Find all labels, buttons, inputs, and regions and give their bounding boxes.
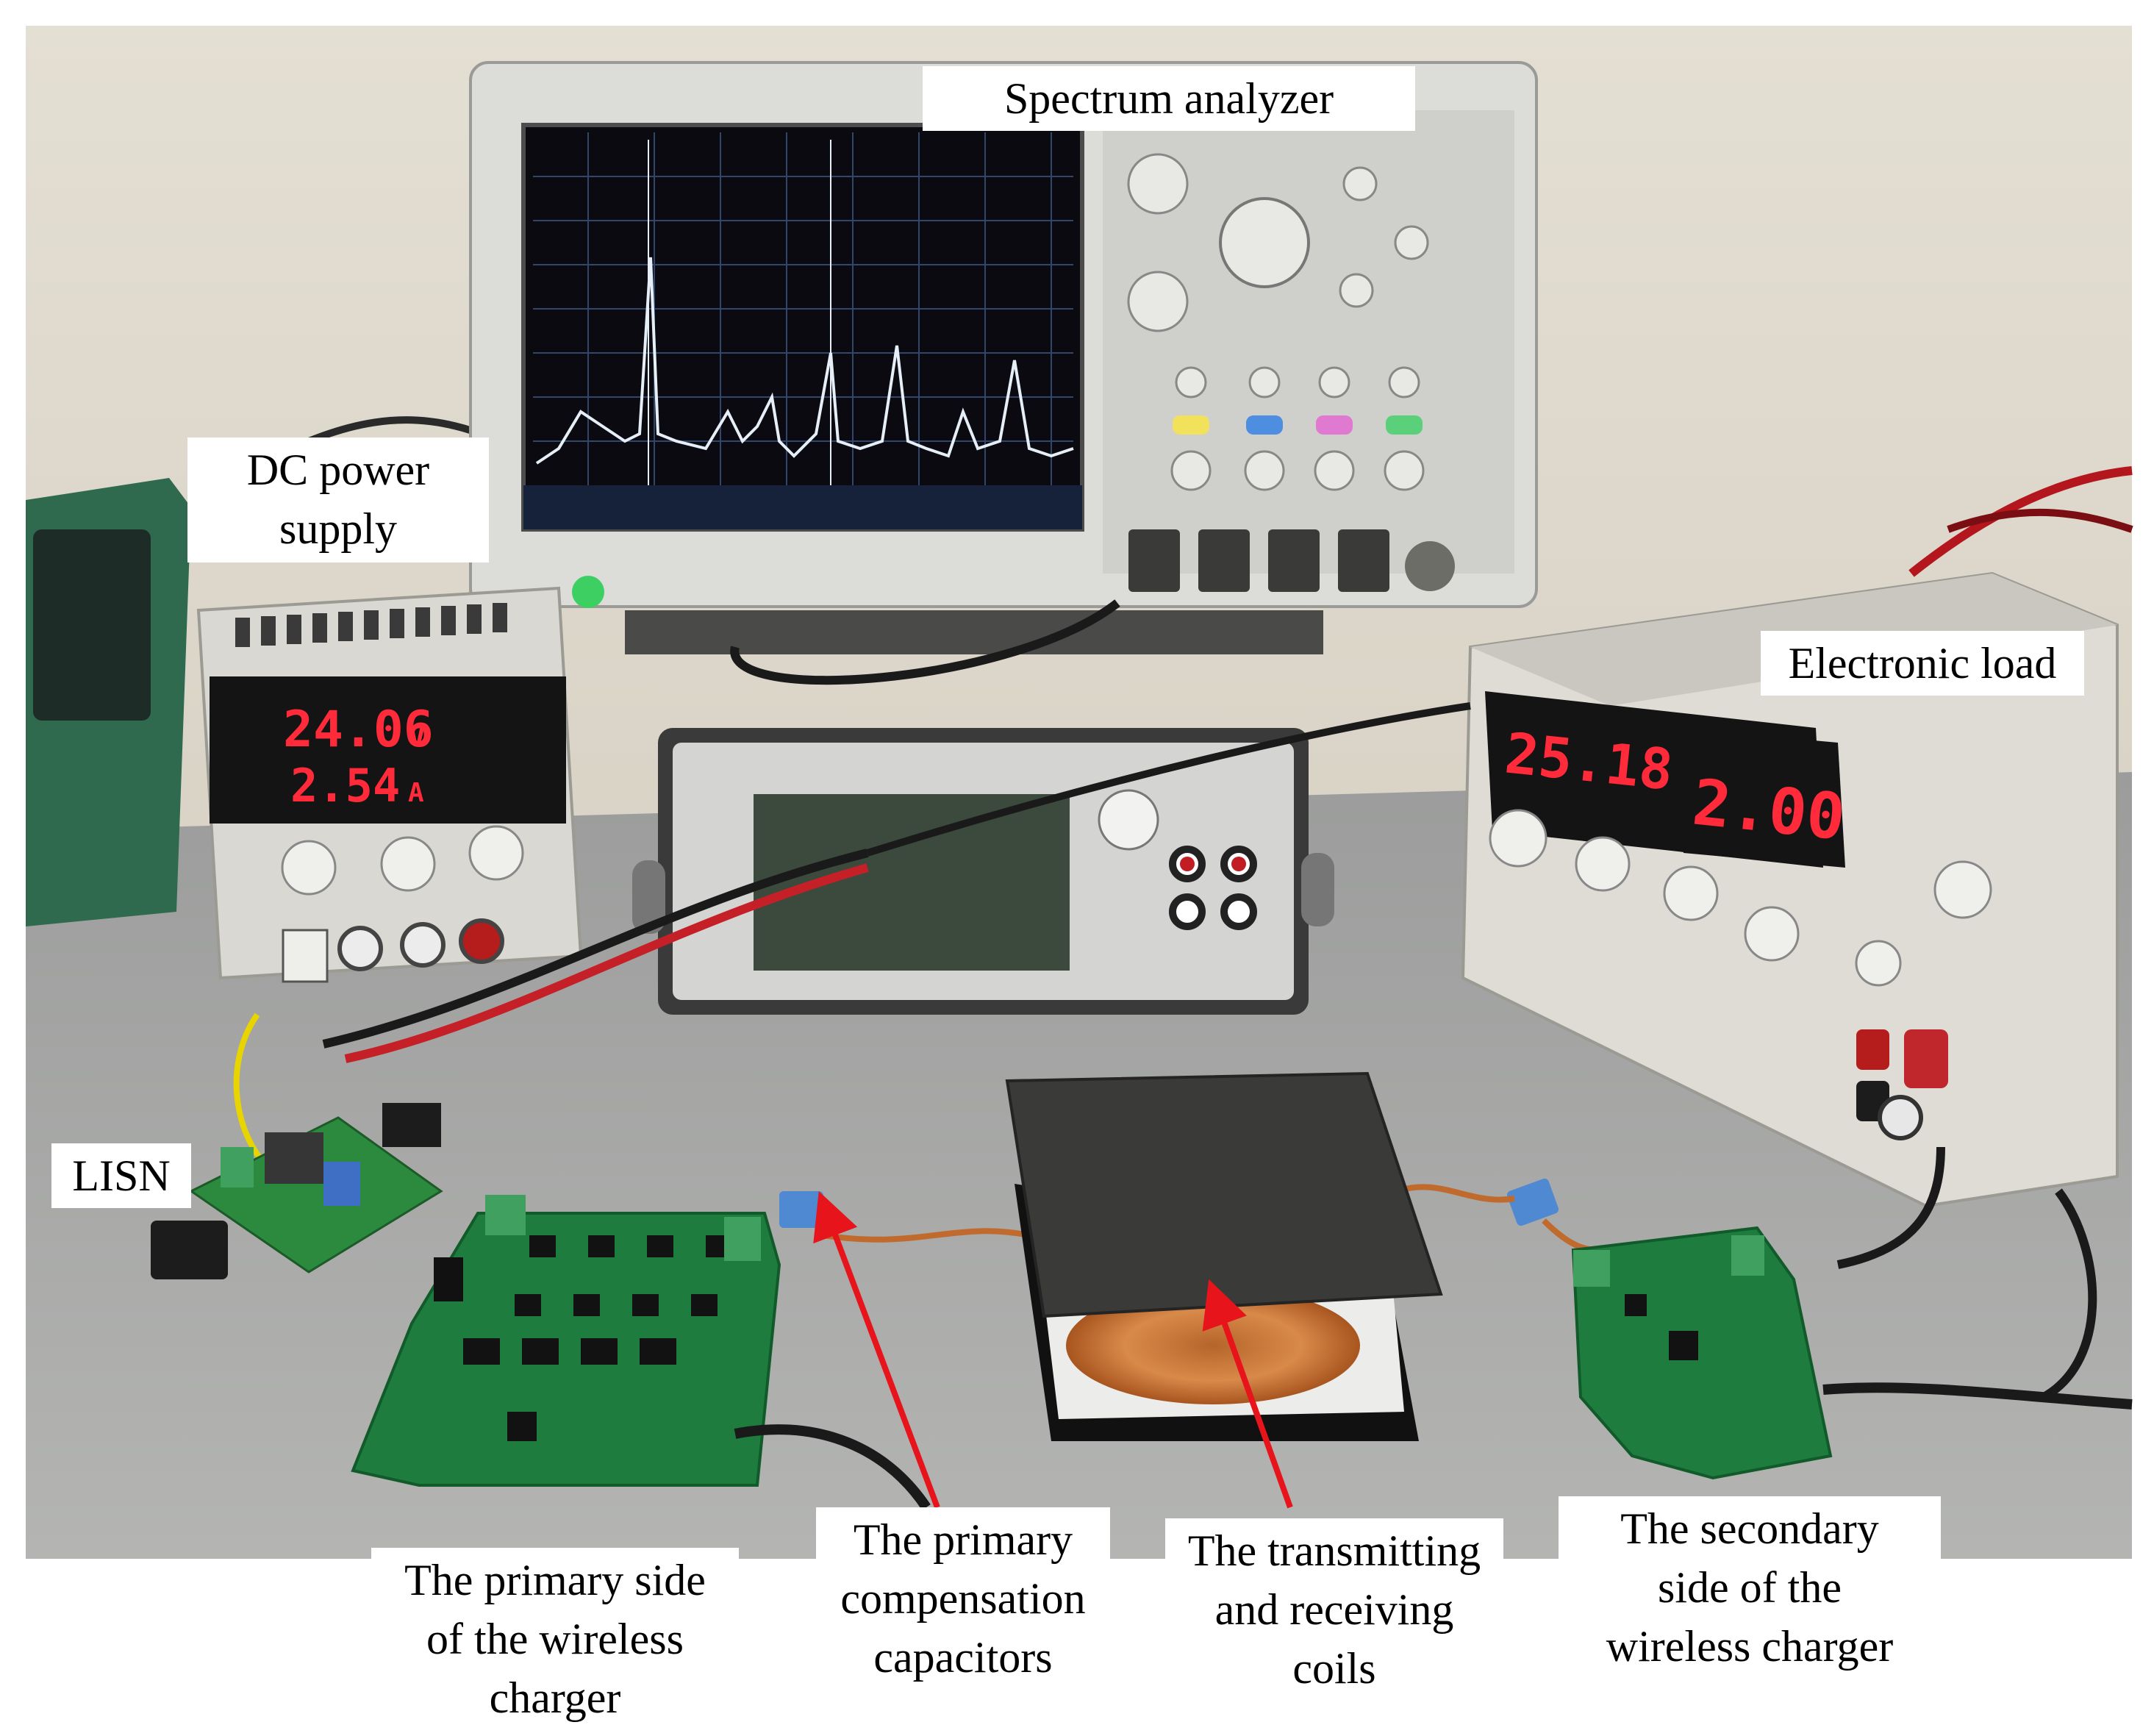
label-primary-caps-line2: compensation	[840, 1574, 1086, 1623]
digital-multimeter	[632, 728, 1334, 1015]
load-current-readout: 2.00	[1689, 765, 1848, 854]
label-coils-line3: coils	[1292, 1644, 1376, 1693]
label-lisn: LISN	[51, 1143, 191, 1208]
label-primary-caps-line3: capacitors	[873, 1633, 1053, 1682]
label-spectrum-analyzer: Spectrum analyzer	[923, 66, 1415, 131]
label-secondary-side-line2: side of the	[1658, 1563, 1842, 1612]
arrow-to-capacitors	[813, 1191, 940, 1509]
label-dc-power-supply-line2: supply	[279, 504, 398, 553]
secondary-compensation-capacitor	[1506, 1178, 1559, 1226]
label-primary-compensation-capacitors: The primary compensation capacitors	[816, 1507, 1110, 1691]
label-primary-side-line3: charger	[489, 1674, 621, 1722]
dc-power-supply: 24.06 V 2.54 A	[196, 586, 583, 983]
label-coils-line1: The transmitting	[1187, 1526, 1481, 1575]
label-primary-caps-line1: The primary	[853, 1515, 1073, 1564]
psu-voltage-unit: V	[408, 720, 426, 754]
psu-voltage-readout: 24.06	[283, 701, 434, 759]
psu-current-unit: A	[408, 778, 424, 808]
label-secondary-side-line1: The secondary	[1620, 1504, 1879, 1553]
label-coils-line2: and receiving	[1214, 1585, 1454, 1634]
label-electronic-load: Electronic load	[1761, 631, 2084, 696]
arrow-to-coils	[1202, 1279, 1293, 1509]
lisn-board	[151, 1103, 443, 1279]
wireless-coils	[1005, 1071, 1443, 1441]
label-primary-side-line2: of the wireless	[426, 1615, 684, 1663]
psu-current-readout: 2.54	[290, 759, 400, 812]
primary-side-pcb	[351, 1195, 931, 1510]
label-primary-side: The primary side of the wireless charger	[371, 1548, 739, 1732]
oscilloscope	[469, 61, 1538, 608]
secondary-side-pcb	[1571, 1226, 2133, 1480]
label-dc-power-supply-line1: DC power	[246, 446, 430, 494]
electronic-load: 25.18 2.00	[1461, 571, 2119, 1208]
label-primary-side-line1: The primary side	[404, 1556, 706, 1604]
label-dc-power-supply: DC power supply	[187, 437, 489, 562]
primary-compensation-capacitor	[779, 1191, 823, 1228]
label-secondary-side: The secondary side of the wireless charg…	[1559, 1496, 1941, 1680]
label-secondary-side-line3: wireless charger	[1606, 1622, 1894, 1671]
label-coils: The transmitting and receiving coils	[1165, 1518, 1503, 1702]
